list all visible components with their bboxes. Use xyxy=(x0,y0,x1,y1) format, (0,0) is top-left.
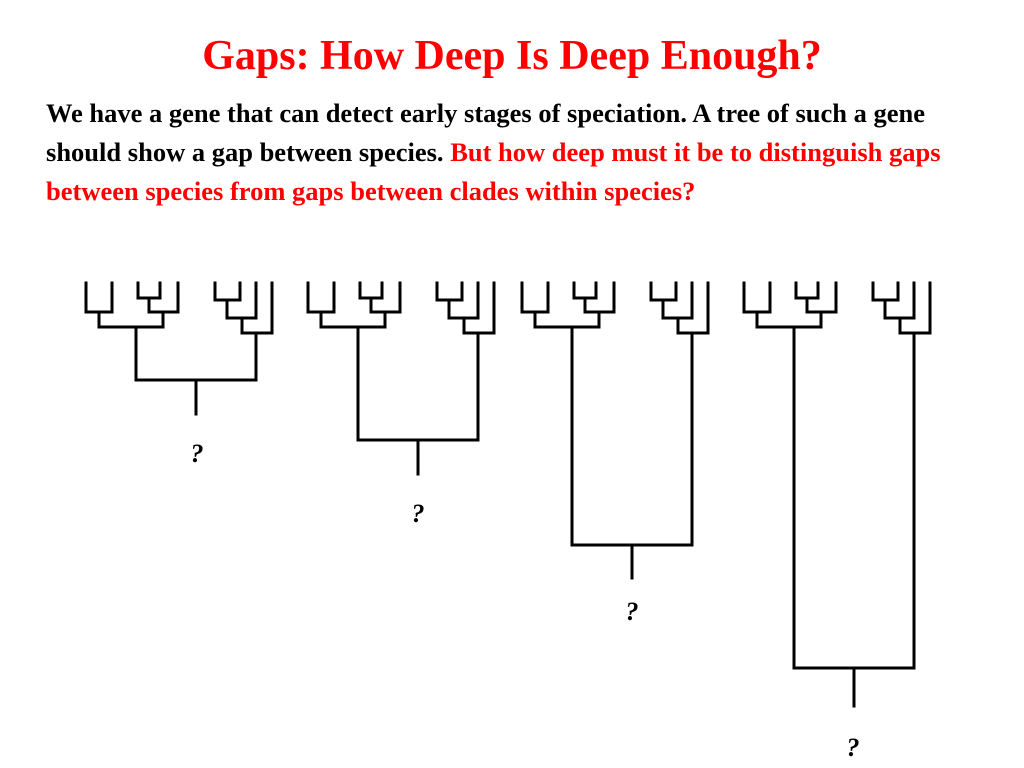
tree-2-root-label: ? xyxy=(412,499,425,528)
tree-1-root-label: ? xyxy=(191,439,204,468)
slide-title: Gaps: How Deep Is Deep Enough? xyxy=(202,33,822,79)
slide-body: We have a gene that can detect early sta… xyxy=(46,94,996,211)
tree-3-root-label: ? xyxy=(626,597,639,626)
body-emphasis-text: But how deep must it be to distinguish g… xyxy=(46,137,941,206)
tree-4-root-label: ? xyxy=(847,733,860,762)
body-plain-text: We have a gene that can detect early sta… xyxy=(46,98,926,167)
